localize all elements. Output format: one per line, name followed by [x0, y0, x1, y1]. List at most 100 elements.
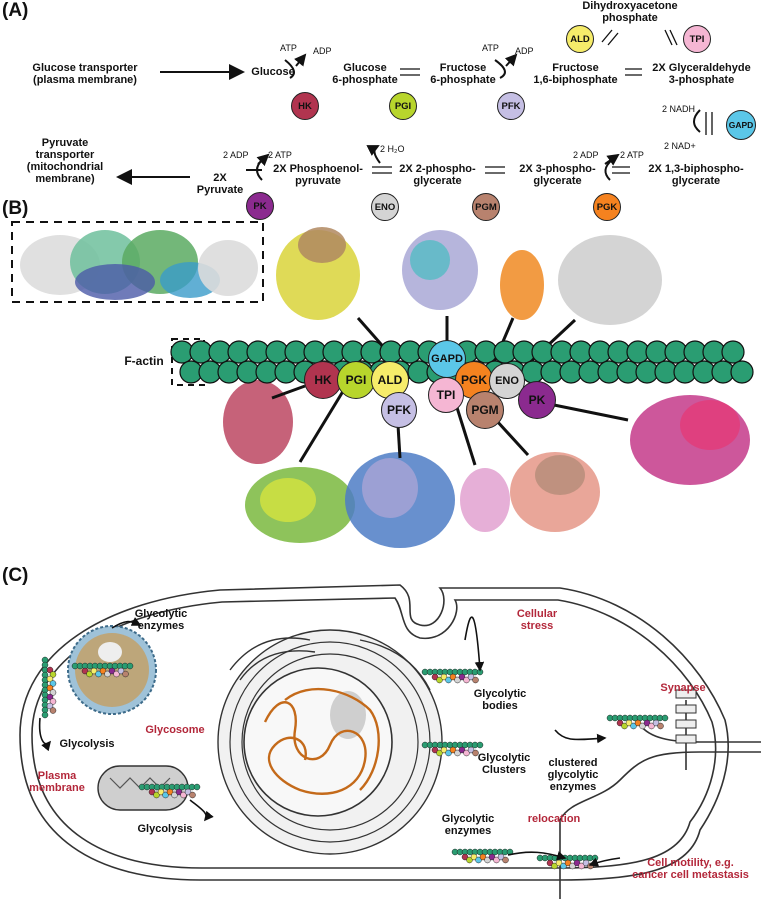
- plasma-membrane-label: Plasma membrane: [29, 770, 85, 794]
- enzyme-dot-pgm: [502, 856, 509, 864]
- enzyme-dot-tpi: [180, 791, 187, 799]
- glycolytic-clusters-label: Glycolytic Clusters: [477, 752, 531, 776]
- enzyme-dot-ald: [440, 673, 448, 681]
- actin-monomer: [591, 854, 599, 862]
- enzyme-dot-ald: [46, 675, 54, 683]
- enzyme-dot-pgi: [621, 722, 628, 730]
- enzyme-dot-eno: [454, 749, 461, 757]
- enzyme-dot-ald: [470, 853, 478, 861]
- enzyme-dot-tpi: [463, 749, 470, 757]
- two-atp-label-2: 2 ATP: [268, 150, 292, 160]
- enzyme-pgm-actin: PGM: [466, 391, 504, 429]
- enzyme-dot-hk: [148, 788, 156, 796]
- glycosome-label: Glycosome: [145, 724, 205, 736]
- enzyme-dot-hk: [81, 667, 89, 675]
- pyruvate-label: 2X Pyruvate: [196, 172, 244, 196]
- pep-label: 2X Phosphoenol- pyruvate: [273, 163, 363, 187]
- enzyme-dot-gapd: [475, 856, 482, 864]
- enzyme-clusters: [41, 656, 669, 870]
- enzyme-dot-pgi: [466, 856, 473, 864]
- atp-label-2: ATP: [482, 43, 499, 53]
- f6p-label: Fructose 6-phosphate: [430, 62, 496, 86]
- synapse-label: Synapse: [660, 682, 706, 694]
- enzyme-dot-hk: [546, 859, 554, 867]
- glycolytic-bodies-label: Glycolytic bodies: [473, 688, 527, 712]
- enzyme-dot-tpi: [493, 856, 500, 864]
- actin-monomer: [193, 783, 201, 791]
- actin-monomer: [41, 711, 49, 719]
- enzyme-dot-hk: [46, 666, 54, 674]
- glycolytic-enzymes-label-2: Glycolytic enzymes: [441, 813, 495, 837]
- panel-label-c: (C): [2, 565, 29, 586]
- dhap-label: Dihydroxyacetone phosphate: [582, 0, 678, 24]
- enzyme-tpi: TPI: [683, 25, 711, 53]
- enzyme-dot-gapd: [445, 676, 452, 684]
- enzyme-dot-tpi: [578, 862, 585, 870]
- enzyme-gapd: GAPD: [726, 110, 756, 140]
- nad-label: 2 NAD+: [664, 141, 696, 151]
- enzyme-dot-pfk: [467, 673, 475, 681]
- pg3-label: 2X 3-phospho- glycerate: [519, 163, 596, 187]
- enzyme-dot-pgi: [86, 670, 93, 678]
- enzyme-dot-ald: [90, 667, 98, 675]
- enzyme-dot-pfk: [46, 702, 54, 710]
- enzyme-dot-hk: [431, 746, 439, 754]
- enzyme-pfk-actin: PFK: [381, 392, 417, 428]
- enzyme-dot-pk: [573, 859, 581, 867]
- enzyme-tpi-actin: TPI: [428, 377, 464, 413]
- enzyme-dot-pgi: [436, 676, 443, 684]
- enzyme-dot-eno: [639, 722, 646, 730]
- enzyme-pgk: PGK: [593, 193, 621, 221]
- enzyme-dot-eno: [49, 689, 57, 696]
- enzyme-dot-gapd: [49, 680, 57, 687]
- enzyme-dot-pgi: [551, 862, 558, 870]
- glucose-label: Glucose: [251, 66, 295, 78]
- nadh-label: 2 NADH: [662, 104, 696, 114]
- enzyme-dot-pgm: [472, 749, 479, 757]
- enzyme-dot-pgi: [436, 749, 443, 757]
- enzyme-dot-eno: [454, 676, 461, 684]
- actin-monomer: [730, 360, 754, 384]
- enzyme-dot-pgk: [479, 853, 487, 861]
- enzyme-dot-pgk: [46, 684, 54, 692]
- enzyme-dot-pfk: [497, 853, 505, 861]
- enzyme-pk-actin: PK: [518, 381, 556, 419]
- enzyme-pgm: PGM: [472, 193, 500, 221]
- two-adp-label-2: 2 ADP: [223, 150, 249, 160]
- enzyme-ald-actin: ALD: [371, 361, 409, 399]
- relocation-label: relocation: [527, 813, 581, 825]
- enzyme-pfk: PFK: [497, 92, 525, 120]
- enzyme-dot-pgk: [449, 673, 457, 681]
- enzyme-dot-pfk: [117, 667, 125, 675]
- enzyme-dot-pfk: [467, 746, 475, 754]
- enzyme-eno: ENO: [371, 193, 399, 221]
- cell-motility-label: Cell motility, e.g. cancer cell metastas…: [632, 857, 749, 881]
- enzyme-dot-pk: [108, 667, 116, 675]
- enzyme-dot-gapd: [630, 722, 637, 730]
- enzyme-dot-pgk: [564, 859, 572, 867]
- enzyme-dot-pgi: [49, 671, 57, 678]
- glycolysis-label-2: Glycolysis: [137, 823, 193, 835]
- enzyme-dot-pgk: [634, 719, 642, 727]
- g6p-label: Glucose 6-phosphate: [332, 62, 398, 86]
- f-actin-label: F-actin: [124, 354, 164, 368]
- g3p-label: 2X Glyceraldehyde 3-phosphate: [652, 62, 751, 86]
- enzyme-dot-eno: [484, 856, 491, 864]
- cellular-stress-label: Cellular stress: [516, 608, 558, 632]
- two-atp-label: 2 ATP: [620, 150, 644, 160]
- enzyme-dot-pgk: [166, 788, 174, 796]
- enzyme-dot-pgk: [99, 667, 107, 675]
- enzyme-dot-gapd: [445, 749, 452, 757]
- enzyme-dot-tpi: [49, 698, 57, 705]
- enzyme-hk: HK: [291, 92, 319, 120]
- enzyme-dot-hk: [616, 719, 624, 727]
- enzyme-dot-ald: [157, 788, 165, 796]
- enzyme-dot-hk: [431, 673, 439, 681]
- glycolysis-label-1: Glycolysis: [59, 738, 115, 750]
- enzyme-dot-hk: [461, 853, 469, 861]
- enzyme-dot-pgm: [472, 676, 479, 684]
- actin-monomer: [126, 662, 134, 670]
- enzyme-dot-gapd: [95, 670, 102, 678]
- two-adp-label: 2 ADP: [573, 150, 599, 160]
